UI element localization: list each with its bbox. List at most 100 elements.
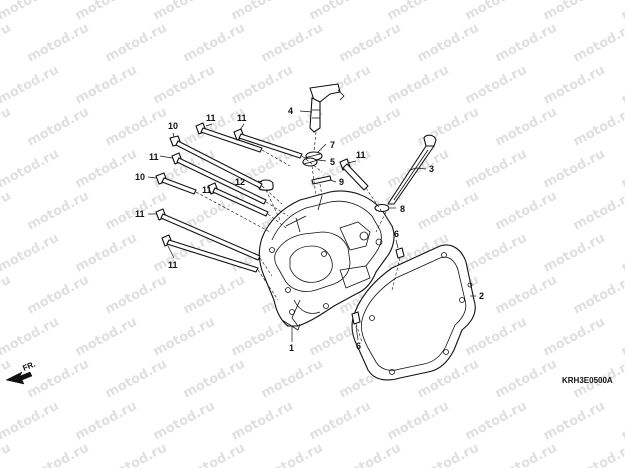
watermark-text: motod.ru bbox=[151, 315, 218, 360]
bolt-10-lower bbox=[155, 172, 197, 195]
watermark-text: motod.ru bbox=[385, 63, 452, 108]
watermark-text: motod.ru bbox=[619, 315, 625, 360]
watermark-text: motod.ru bbox=[619, 63, 625, 108]
watermark-text: motod.ru bbox=[619, 0, 625, 24]
watermark-text: motod.ru bbox=[259, 357, 326, 402]
watermark-text: motod.ru bbox=[493, 105, 560, 150]
bolt-11-lower-left bbox=[155, 208, 261, 261]
callout-11-mid-left: 11 bbox=[149, 152, 159, 162]
callout-11-bottom-left: 11 bbox=[168, 260, 178, 270]
watermark-text: motod.ru bbox=[259, 441, 326, 468]
watermark-text: motod.ru bbox=[25, 357, 92, 402]
watermark-text: motod.ru bbox=[151, 63, 218, 108]
callout-labels: 4 7 5 3 9 11 11 10 11 12 10 11 11 11 8 6… bbox=[135, 106, 484, 353]
callout-11-top-left: 11 bbox=[206, 113, 216, 123]
watermark-text: motod.ru bbox=[337, 105, 404, 150]
watermark-text: motod.ru bbox=[103, 357, 170, 402]
callout-2: 2 bbox=[479, 291, 484, 301]
watermark-text: motod.ru bbox=[151, 0, 218, 24]
bolt-11-bottom-left bbox=[161, 234, 259, 273]
callout-8: 8 bbox=[400, 204, 405, 214]
callout-5: 5 bbox=[330, 157, 335, 167]
watermark-text: motod.ru bbox=[229, 0, 296, 24]
watermark-text: motod.ru bbox=[571, 273, 625, 318]
watermark-text: motod.ru bbox=[103, 21, 170, 66]
watermark-text: motod.ru bbox=[619, 231, 625, 276]
front-direction-marker: FR. bbox=[5, 360, 37, 385]
watermark-text: motod.ru bbox=[571, 189, 625, 234]
watermark-text: motod.ru bbox=[463, 147, 530, 192]
watermark-text: motod.ru bbox=[463, 231, 530, 276]
watermark-text: motod.ru bbox=[0, 63, 62, 108]
watermark-text: motod.ru bbox=[25, 21, 92, 66]
watermark-text: motod.ru bbox=[181, 21, 248, 66]
watermark-text: motod.ru bbox=[103, 441, 170, 468]
watermark-text: motod.ru bbox=[619, 399, 625, 444]
watermark-text: motod.ru bbox=[103, 105, 170, 150]
watermark-text: motod.ru bbox=[73, 315, 140, 360]
watermark-text: motod.ru bbox=[0, 105, 14, 150]
watermark-text: motod.ru bbox=[493, 21, 560, 66]
watermark-text: motod.ru bbox=[0, 21, 14, 66]
leader-lines bbox=[147, 110, 476, 342]
watermark-text: motod.ru bbox=[493, 441, 560, 468]
oil-dipstick bbox=[374, 134, 437, 213]
watermark-text: motod.ru bbox=[463, 315, 530, 360]
diagram-code: KRH3E0500A bbox=[562, 376, 613, 385]
bolts bbox=[155, 122, 369, 273]
watermark-text: motod.ru bbox=[151, 399, 218, 444]
callout-6-lower: 6 bbox=[356, 341, 361, 351]
watermark-text: motod.ru bbox=[25, 189, 92, 234]
callout-12: 12 bbox=[235, 177, 245, 187]
watermark-text: motod.ru bbox=[181, 357, 248, 402]
watermark-text: motod.ru bbox=[25, 441, 92, 468]
watermark-text: motod.ru bbox=[337, 21, 404, 66]
watermark-text: motod.ru bbox=[0, 189, 14, 234]
watermark-text: motod.ru bbox=[493, 273, 560, 318]
watermark-text: motod.ru bbox=[541, 0, 608, 24]
callout-10-upper: 10 bbox=[168, 121, 178, 131]
watermark-text: motod.ru bbox=[229, 399, 296, 444]
callout-7: 7 bbox=[330, 140, 335, 150]
watermark-text: motod.ru bbox=[0, 399, 62, 444]
watermark-text: motod.ru bbox=[181, 273, 248, 318]
watermark-text: motod.ru bbox=[73, 147, 140, 192]
watermark-text: motod.ru bbox=[0, 0, 62, 24]
watermark-text: motod.ru bbox=[415, 441, 482, 468]
bolt-11-mid bbox=[207, 182, 269, 217]
watermark-text: motod.ru bbox=[25, 273, 92, 318]
watermark-text: motod.ru bbox=[0, 273, 14, 318]
watermark-text: motod.ru bbox=[181, 441, 248, 468]
watermark-text: motod.ru bbox=[307, 0, 374, 24]
watermark-text: motod.ru bbox=[493, 357, 560, 402]
bolt-11-top bbox=[233, 128, 303, 159]
watermark-text: motod.ru bbox=[73, 231, 140, 276]
watermark-text: motod.ru bbox=[571, 21, 625, 66]
watermark-text: motod.ru bbox=[0, 315, 62, 360]
watermark-text: motod.ru bbox=[103, 273, 170, 318]
callout-10-lower: 10 bbox=[135, 172, 145, 182]
watermark-text: motod.ru bbox=[415, 21, 482, 66]
watermark-text: motod.ru bbox=[463, 63, 530, 108]
watermark-text: motod.ru bbox=[229, 63, 296, 108]
callout-9: 9 bbox=[339, 177, 344, 187]
watermark-text: motod.ru bbox=[385, 0, 452, 24]
watermark-text: motod.ru bbox=[307, 399, 374, 444]
watermark-text: motod.ru bbox=[619, 147, 625, 192]
dowel-pins bbox=[351, 247, 405, 325]
crankcase-cover bbox=[258, 190, 395, 331]
bolt-11-top-left bbox=[195, 122, 263, 153]
callout-11-right: 11 bbox=[356, 150, 366, 160]
watermark-text: motod.ru bbox=[259, 21, 326, 66]
alignment-lines bbox=[195, 131, 401, 343]
shaft bbox=[309, 83, 345, 133]
watermark-text: motod.ru bbox=[541, 63, 608, 108]
watermark-text: motod.ru bbox=[25, 105, 92, 150]
watermark-text: motod.ru bbox=[0, 147, 62, 192]
watermark-text: motod.ru bbox=[463, 0, 530, 24]
front-label: FR. bbox=[21, 360, 36, 373]
watermark-text: motod.ru bbox=[541, 147, 608, 192]
watermark-text: motod.ru bbox=[0, 231, 62, 276]
callout-6-upper: 6 bbox=[394, 229, 399, 239]
